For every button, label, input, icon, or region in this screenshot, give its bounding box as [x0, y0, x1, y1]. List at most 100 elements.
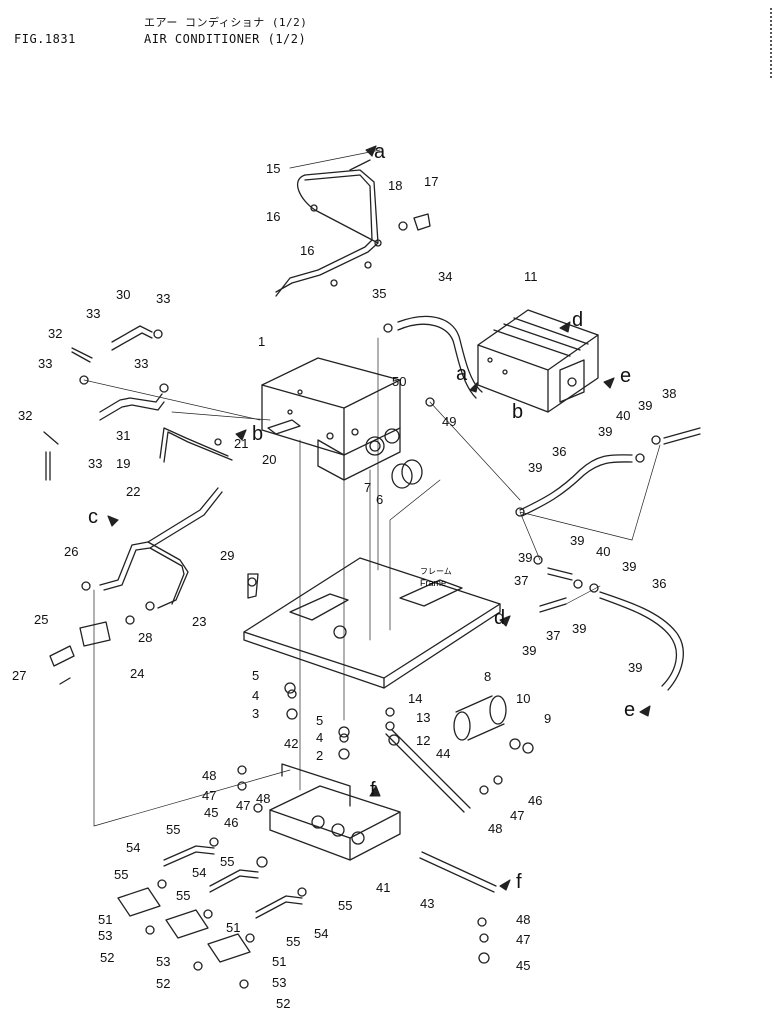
part-number-30: 30: [116, 287, 130, 302]
unit-box-part-1: [261, 357, 401, 481]
floor-frame: [243, 557, 501, 738]
part-number-7: 7: [364, 480, 371, 495]
part-number-47: 47: [236, 798, 250, 813]
part-number-42: 42: [284, 736, 298, 751]
part-number-33: 33: [88, 456, 102, 471]
part-number-39: 39: [572, 621, 586, 636]
part-number-27: 27: [12, 668, 26, 683]
part-number-47: 47: [202, 788, 216, 803]
part-number-37: 37: [546, 628, 560, 643]
part-number-55: 55: [220, 854, 234, 869]
part-number-17: 17: [424, 174, 438, 189]
part-number-40: 40: [616, 408, 630, 423]
part-number-11: 11: [524, 269, 538, 284]
part-number-47: 47: [510, 808, 524, 823]
part-number-46: 46: [528, 793, 542, 808]
part-number-55: 55: [166, 822, 180, 837]
part-number-43: 43: [420, 896, 434, 911]
part-number-39: 39: [598, 424, 612, 439]
part-number-39: 39: [622, 559, 636, 574]
part-number-51: 51: [272, 954, 286, 969]
part-number-39: 39: [638, 398, 652, 413]
part-number-35: 35: [372, 286, 386, 301]
part-number-32: 32: [48, 326, 62, 341]
condenser-part-11: [477, 309, 599, 413]
part-number-53: 53: [98, 928, 112, 943]
part-number-9: 9: [544, 711, 551, 726]
part-number-14: 14: [408, 691, 422, 706]
connection-letter-f: f: [370, 779, 376, 801]
part-number-48: 48: [488, 821, 502, 836]
part-number-48: 48: [202, 768, 216, 783]
figure-number: FIG.1831: [14, 32, 76, 46]
pipe-part-15: [275, 169, 379, 293]
part-number-6: 6: [376, 492, 383, 507]
part-number-34: 34: [438, 269, 452, 284]
part-number-39: 39: [628, 660, 642, 675]
part-number-38: 38: [662, 386, 676, 401]
part-number-13: 13: [416, 710, 430, 725]
part-number-18: 18: [388, 178, 402, 193]
part-number-37: 37: [514, 573, 528, 588]
part-number-5: 5: [316, 713, 323, 728]
connection-letter-a: a: [456, 363, 468, 385]
part-number-46: 46: [224, 815, 238, 830]
part-number-36: 36: [552, 444, 566, 459]
part-number-29: 29: [220, 548, 234, 563]
connection-letter-e: e: [620, 365, 631, 387]
part-number-20: 20: [262, 452, 276, 467]
hose-part-36-lower: [599, 591, 684, 691]
connection-letter-e: e: [624, 699, 635, 721]
part-number-45: 45: [204, 805, 218, 820]
part-number-1: 1: [258, 334, 265, 349]
scan-edge-mark: [767, 8, 772, 78]
part-number-52: 52: [100, 950, 114, 965]
part-number-54: 54: [192, 865, 206, 880]
part-number-25: 25: [34, 612, 48, 627]
part-number-53: 53: [156, 954, 170, 969]
part-number-5: 5: [252, 668, 259, 683]
pipe-part-22: [99, 487, 219, 586]
duct-tray-part-41: [269, 785, 401, 861]
part-number-22: 22: [126, 484, 140, 499]
hose-part-34: [397, 315, 483, 393]
part-number-32: 32: [18, 408, 32, 423]
part-number-51: 51: [98, 912, 112, 927]
part-number-52: 52: [156, 976, 170, 991]
connection-letter-d: d: [494, 607, 505, 629]
connection-letter-c: c: [88, 506, 98, 528]
part-number-33: 33: [86, 306, 100, 321]
part-number-39: 39: [528, 460, 542, 475]
part-number-50: 50: [392, 374, 406, 389]
part-number-47: 47: [516, 932, 530, 947]
title-english: AIR CONDITIONER (1/2): [144, 32, 307, 46]
part-number-4: 4: [252, 688, 259, 703]
part-number-53: 53: [272, 975, 286, 990]
part-number-36: 36: [652, 576, 666, 591]
frame-label-en: Frame: [420, 578, 446, 588]
part-number-16: 16: [266, 209, 280, 224]
part-number-12: 12: [416, 733, 430, 748]
part-number-48: 48: [256, 791, 270, 806]
part-number-55: 55: [338, 898, 352, 913]
part-number-51: 51: [226, 920, 240, 935]
connection-letter-d: d: [572, 309, 583, 331]
part-number-33: 33: [156, 291, 170, 306]
part-number-31: 31: [116, 428, 130, 443]
part-number-4: 4: [316, 730, 323, 745]
part-number-41: 41: [376, 880, 390, 895]
part-number-16: 16: [300, 243, 314, 258]
part-number-40: 40: [596, 544, 610, 559]
part-number-24: 24: [130, 666, 144, 681]
part-number-52: 52: [276, 996, 290, 1009]
part-number-33: 33: [134, 356, 148, 371]
part-number-21: 21: [234, 436, 248, 451]
part-number-19: 19: [116, 456, 130, 471]
part-number-39: 39: [570, 533, 584, 548]
connection-letter-a: a: [374, 141, 386, 163]
part-number-45: 45: [516, 958, 530, 973]
part-number-15: 15: [266, 161, 280, 176]
